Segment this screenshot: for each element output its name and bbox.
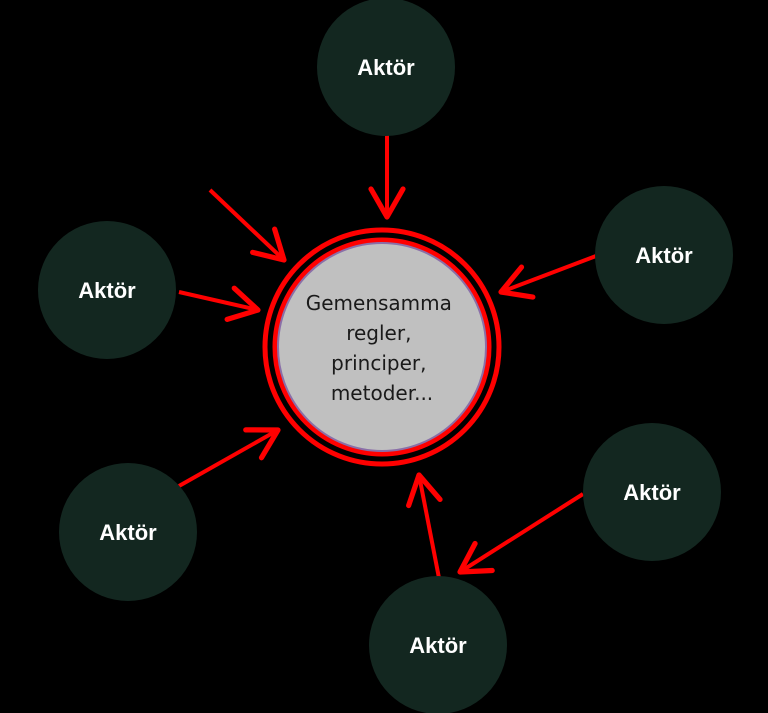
- actor-lower-right-label: Aktör: [623, 480, 681, 505]
- actor-left-label: Aktör: [78, 278, 136, 303]
- svg-text:Gemensamma regler,: Gemensamma regler, principer, metoder...: [306, 291, 459, 405]
- center-inner-border: [277, 242, 487, 452]
- arrow-bottom-actor: [406, 472, 443, 579]
- center-line-2: regler,: [346, 321, 411, 345]
- actor-lower-left-label: Aktör: [99, 520, 157, 545]
- center-line-1: Gemensamma: [306, 291, 452, 315]
- center-line-3: principer,: [331, 351, 426, 375]
- actor-bottom-label: Aktör: [409, 633, 467, 658]
- actor-lower-left-circle: [59, 463, 197, 601]
- actor-top-label: Aktör: [357, 55, 415, 80]
- actor-right: Aktör: [595, 186, 733, 324]
- actor-top: Aktör: [317, 0, 455, 136]
- actor-left: Aktör: [38, 221, 176, 359]
- actor-bottom-circle: [369, 576, 507, 713]
- actor-lower-right: Aktör: [583, 423, 721, 561]
- arrow-upper-left-free: [208, 188, 287, 263]
- arrow-lower-left-actor: [178, 427, 281, 488]
- actor-lower-right-circle: [583, 423, 721, 561]
- actor-top-circle: [317, 0, 455, 136]
- actor-right-label: Aktör: [635, 243, 693, 268]
- actor-bottom: Aktör: [369, 576, 507, 713]
- actor-lower-left: Aktör: [59, 463, 197, 601]
- arrow-lower-right-actor: [457, 492, 585, 575]
- actor-left-circle: [38, 221, 176, 359]
- arrows: [178, 135, 597, 579]
- center-line-4: metoder...: [331, 381, 433, 405]
- actor-right-circle: [595, 186, 733, 324]
- center-node: Gemensamma regler, principer, metoder...: [262, 227, 502, 467]
- arrow-right-actor: [498, 254, 597, 300]
- arrow-left-actor: [178, 285, 261, 322]
